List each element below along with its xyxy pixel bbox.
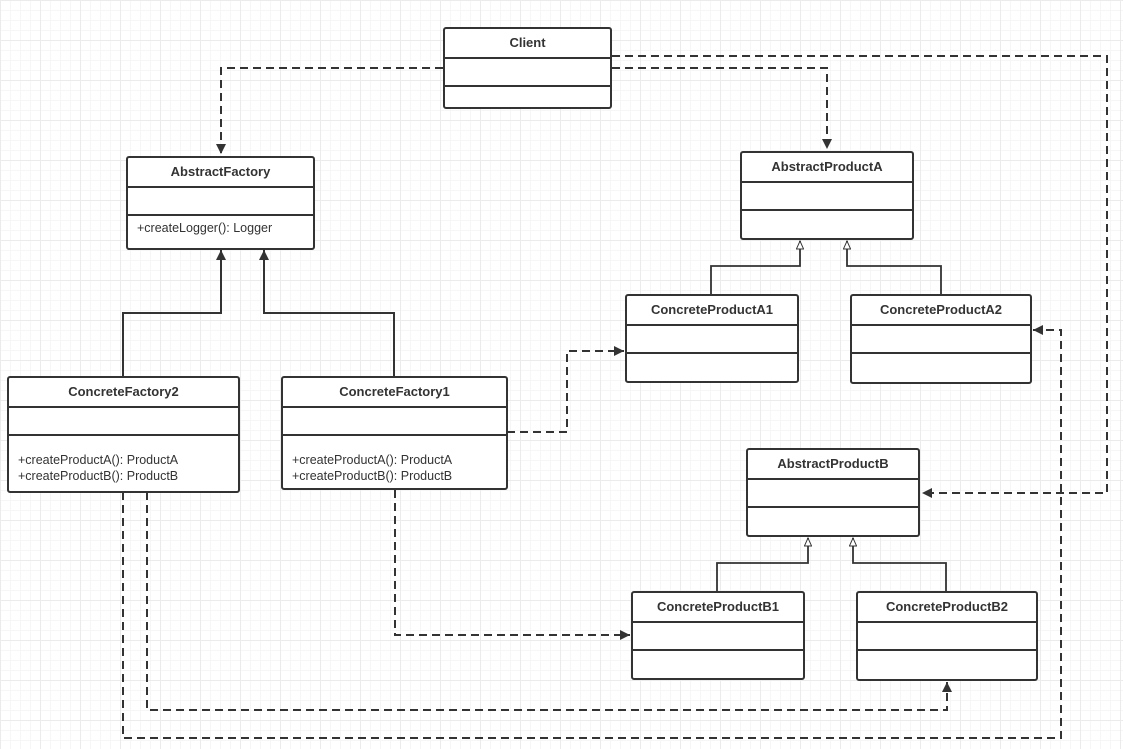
generalization-concretefactory1-abstractfactory [259,250,395,376]
class-concrete-product-a2[interactable]: ConcreteProductA2 [850,294,1032,384]
class-operations [627,354,797,362]
class-concrete-factory2[interactable]: ConcreteFactory2 +createProductA(): Prod… [7,376,240,493]
dependency-concretefactory1-concreteproducta1 [507,346,624,433]
dependency-client-abstractproducta [612,67,832,149]
class-name: ConcreteProductA1 [627,296,797,326]
class-name: AbstractFactory [128,158,313,188]
class-client[interactable]: Client [443,27,612,109]
class-concrete-product-a1[interactable]: ConcreteProductA1 [625,294,799,383]
generalization-concreteproductb1-abstractproductb [716,538,808,591]
class-attributes [445,59,610,87]
class-attributes [627,326,797,354]
class-operations [748,508,918,516]
class-operations [742,211,912,219]
class-name: AbstractProductB [748,450,918,480]
class-name: ConcreteFactory1 [283,378,506,408]
class-attributes [9,408,238,436]
dependency-concretefactory2-concreteproducta2 [122,325,1062,739]
class-name: ConcreteProductA2 [852,296,1030,326]
operation: +createProductB(): ProductB [18,469,179,483]
class-attributes [742,183,912,211]
operation: +createProductA(): ProductA [18,453,179,467]
class-attributes [283,408,506,436]
class-concrete-factory1[interactable]: ConcreteFactory1 +createProductA(): Prod… [281,376,508,490]
class-name: Client [445,29,610,59]
class-operations [633,651,803,659]
generalization-concreteproducta1-abstractproducta [710,241,800,294]
class-attributes [858,623,1036,651]
operation: +createLogger(): Logger [137,221,273,235]
dependency-client-abstractproductb [612,55,1108,498]
class-name: ConcreteFactory2 [9,378,238,408]
class-name: AbstractProductA [742,153,912,183]
generalization-concreteproductb2-abstractproductb [853,538,947,591]
dependency-client-abstractfactory [216,67,443,154]
class-operations [445,87,610,95]
class-operations: +createProductA(): ProductA +createProdu… [9,436,238,488]
operation: +createProductB(): ProductB [292,469,453,483]
class-name: ConcreteProductB1 [633,593,803,623]
generalization-concretefactory2-abstractfactory [122,250,226,376]
class-attributes [748,480,918,508]
class-operations: +createProductA(): ProductA +createProdu… [283,436,506,488]
class-operations [852,354,1030,362]
class-attributes [128,188,313,216]
class-operations: +createLogger(): Logger [128,216,313,240]
class-abstract-factory[interactable]: AbstractFactory +createLogger(): Logger [126,156,315,250]
class-operations [858,651,1036,659]
class-attributes [633,623,803,651]
operation: +createProductA(): ProductA [292,453,453,467]
generalization-concreteproducta2-abstractproducta [847,241,942,294]
class-abstract-product-a[interactable]: AbstractProductA [740,151,914,240]
class-concrete-product-b2[interactable]: ConcreteProductB2 [856,591,1038,681]
class-abstract-product-b[interactable]: AbstractProductB [746,448,920,537]
class-attributes [852,326,1030,354]
dependency-concretefactory1-concreteproductb1 [394,490,630,640]
class-name: ConcreteProductB2 [858,593,1036,623]
dependency-concretefactory2-concreteproductb2 [146,492,952,711]
class-concrete-product-b1[interactable]: ConcreteProductB1 [631,591,805,680]
